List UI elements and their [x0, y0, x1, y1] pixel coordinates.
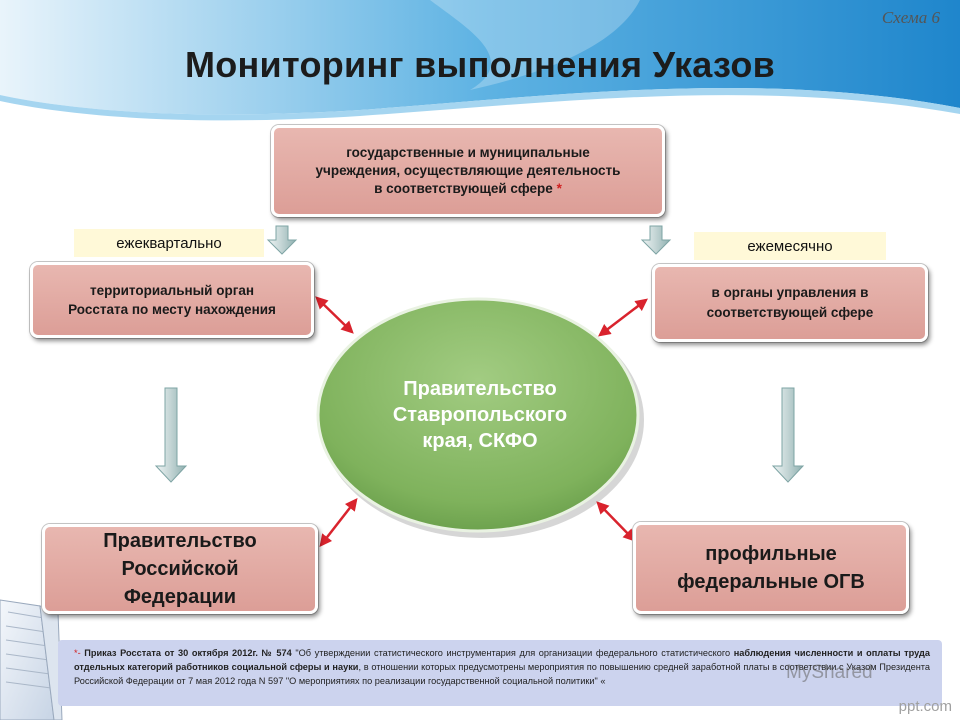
- node-right-line-2: соответствующей сфере: [706, 305, 874, 320]
- footnote-text-3: , в отношении которых предусмотрены меро…: [74, 661, 930, 686]
- node-top-institutions: государственные и муниципальные учрежден…: [271, 125, 665, 217]
- node-top-line-2: учреждения, осуществляющие деятельность: [315, 163, 621, 178]
- down-arrow-top-right: [640, 225, 672, 255]
- node-right-line-1: в органы управления в: [711, 285, 869, 300]
- down-arrow-left: [154, 387, 188, 483]
- frequency-label-left: ежеквартально: [74, 229, 264, 257]
- node-center-line-3: края, СКФО: [422, 430, 538, 452]
- node-br-line-1: профильные: [705, 543, 837, 565]
- node-center-line-1: Правительство: [403, 378, 557, 400]
- footnote: *- Приказ Росстата от 30 октября 2012г. …: [58, 640, 942, 706]
- node-bl-line-2: Российской: [121, 558, 239, 580]
- node-center-line-2: Ставропольского: [392, 404, 568, 426]
- banner-swoosh: [0, 0, 960, 115]
- footnote-text-1: "Об утверждении статистического инструме…: [295, 648, 731, 658]
- node-top-line-1: государственные и муниципальные: [346, 145, 590, 160]
- node-top-line-3-wrap: в соответствующей сфере *: [316, 180, 621, 198]
- node-management-bodies: в органы управления в соответствующей сф…: [652, 264, 928, 342]
- page-title: Мониторинг выполнения Указов: [184, 44, 776, 85]
- center-ellipse: [316, 297, 640, 533]
- footnote-order-ref: Приказ Росстата от 30 октября 2012г. № 5…: [84, 648, 292, 658]
- footnote-bold-2: наблюдения численности и оплаты труда от…: [74, 648, 930, 672]
- watermark-myshared: MyShared: [786, 662, 873, 683]
- node-br-line-2: федеральные ОГВ: [677, 571, 865, 593]
- footnote-star: *-: [74, 648, 81, 658]
- down-arrow-right: [771, 387, 805, 483]
- watermark-pptcom: ppt.com: [898, 698, 952, 715]
- book-icon: [0, 599, 63, 720]
- schema-label: Схема 6: [881, 8, 940, 27]
- node-top-mark: *: [556, 181, 562, 196]
- node-left-line-1: территориальный орган: [89, 283, 255, 298]
- banner-light-band: [430, 0, 640, 90]
- node-top-line-3: в соответствующей сфере: [374, 181, 553, 196]
- down-arrow-top-left: [266, 225, 298, 255]
- double-arrow-right-top: [598, 298, 648, 337]
- node-russian-government: Правительство Российской Федерации: [42, 524, 318, 614]
- node-federal-ogv: профильные федеральные ОГВ: [633, 522, 909, 614]
- node-rosstat-territorial: территориальный орган Росстата по месту …: [30, 262, 314, 338]
- node-left-line-2: Росстата по месту нахождения: [68, 302, 276, 317]
- double-arrow-right-bottom: [596, 501, 636, 542]
- node-bl-line-3: Федерации: [123, 586, 237, 608]
- frequency-label-right: ежемесячно: [694, 232, 886, 260]
- node-center-government: Правительство Ставропольского края, СКФО: [340, 376, 620, 454]
- node-bl-line-1: Правительство: [103, 530, 257, 552]
- banner-swoosh-highlight: [0, 87, 960, 121]
- double-arrow-left-bottom: [319, 498, 358, 547]
- double-arrow-left-top: [315, 296, 354, 334]
